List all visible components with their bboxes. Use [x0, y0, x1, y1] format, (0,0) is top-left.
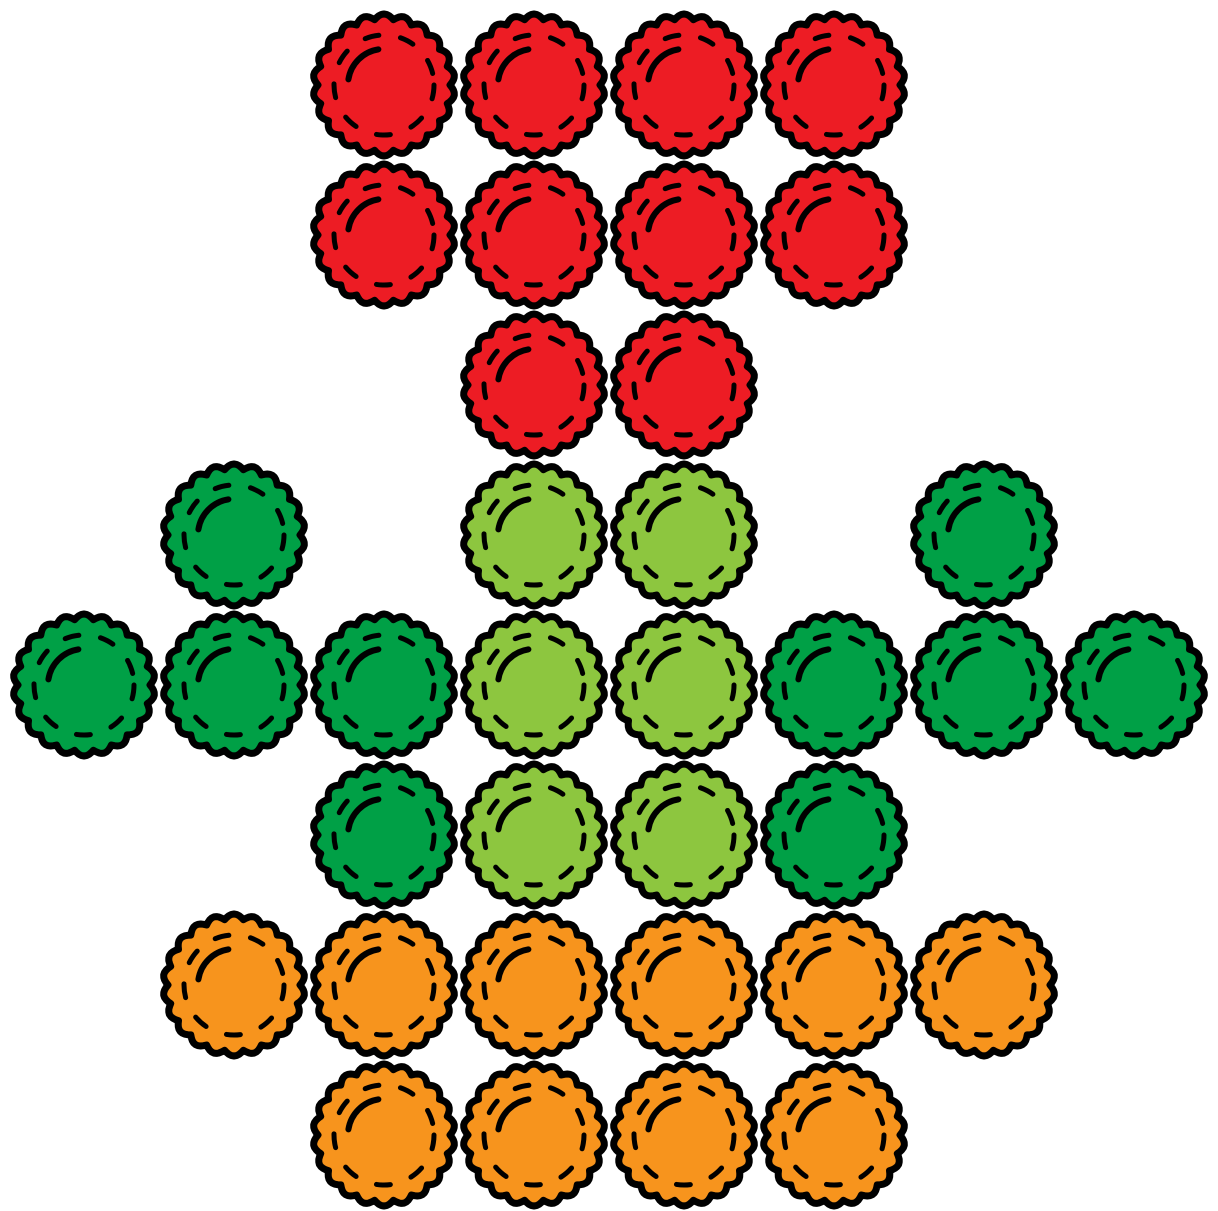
red-bead	[314, 164, 455, 306]
red-bead	[464, 314, 605, 456]
light-green-bead	[614, 614, 755, 756]
red-bead	[614, 14, 755, 156]
dark-green-bead	[164, 614, 305, 756]
dark-green-bead	[764, 764, 905, 906]
dark-green-bead	[314, 614, 455, 756]
red-bead	[764, 14, 905, 156]
orange-bead	[764, 914, 905, 1056]
orange-bead	[614, 1064, 755, 1206]
light-green-bead	[614, 464, 755, 606]
orange-bead	[314, 1064, 455, 1206]
dark-green-bead	[764, 614, 905, 756]
orange-bead	[614, 914, 755, 1056]
red-bead	[464, 14, 605, 156]
orange-bead	[764, 1064, 905, 1206]
light-green-bead	[464, 764, 605, 906]
orange-bead	[914, 914, 1055, 1056]
orange-bead	[464, 1064, 605, 1206]
red-bead	[764, 164, 905, 306]
dark-green-bead	[164, 464, 305, 606]
light-green-bead	[464, 464, 605, 606]
dark-green-bead	[914, 614, 1055, 756]
dark-green-bead	[314, 764, 455, 906]
red-bead	[614, 164, 755, 306]
dark-green-bead	[14, 614, 155, 756]
dark-green-bead	[1064, 614, 1205, 756]
red-bead	[464, 164, 605, 306]
dark-green-bead	[914, 464, 1055, 606]
red-bead	[614, 314, 755, 456]
light-green-bead	[614, 764, 755, 906]
orange-bead	[314, 914, 455, 1056]
orange-bead	[464, 914, 605, 1056]
orange-bead	[164, 914, 305, 1056]
light-green-bead	[464, 614, 605, 756]
red-bead	[314, 14, 455, 156]
